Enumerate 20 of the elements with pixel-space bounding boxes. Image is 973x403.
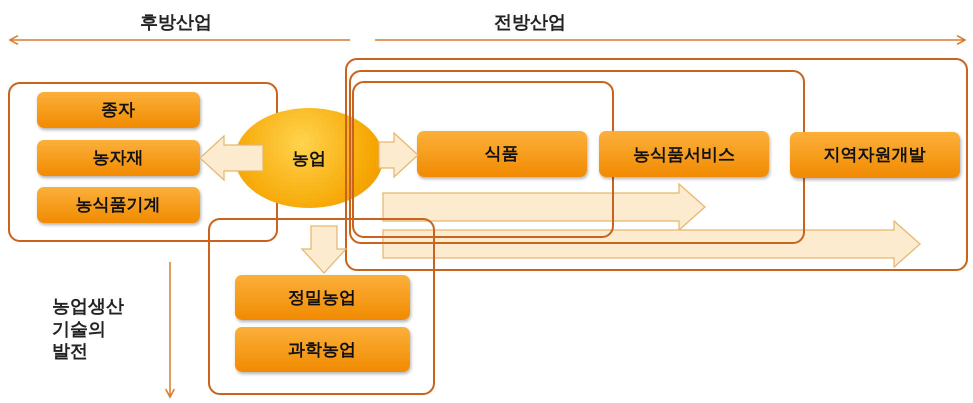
category-box: 정밀농업 — [234, 274, 410, 320]
block-arrow — [378, 132, 419, 178]
industry-label: 전방산업 — [494, 11, 566, 34]
category-box: 농자재 — [36, 140, 200, 176]
group-frame — [345, 58, 968, 271]
category-box: 지역자원개발 — [790, 132, 960, 178]
category-box: 농식품서비스 — [599, 131, 769, 177]
category-box: 농식품기계 — [36, 186, 200, 222]
category-box: 과학농업 — [234, 326, 410, 372]
group-frame — [8, 82, 278, 242]
industry-label: 후방산업 — [140, 11, 212, 34]
category-box: 식품 — [416, 130, 586, 176]
group-frame — [348, 70, 804, 244]
group-frame — [352, 81, 614, 238]
ellipse-node: 농업 — [235, 108, 383, 208]
group-frame — [208, 218, 435, 395]
block-arrow — [300, 225, 348, 274]
axis-caption: 농업생산 기술의 발전 — [52, 296, 125, 364]
block-arrow — [199, 134, 264, 182]
category-box: 종자 — [36, 92, 200, 128]
